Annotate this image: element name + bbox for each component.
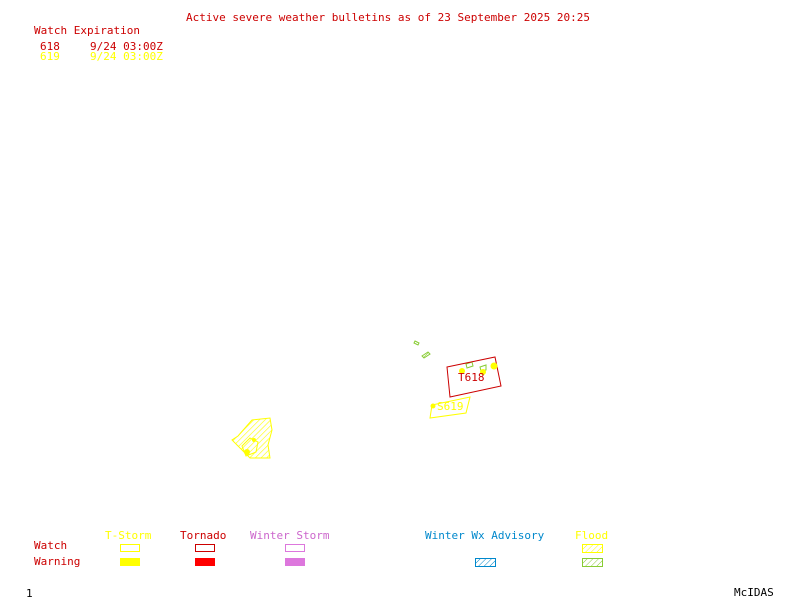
tstorm-warning-cluster [231,417,273,459]
legend-winter-storm-watch-swatch [285,544,305,552]
storm-cell-marker [480,369,486,375]
legend-winter-storm-warning-swatch [285,558,305,566]
storm-cell-marker [430,403,436,409]
watch-expiration-header: Watch Expiration [34,24,140,37]
legend-winter-wx-advisory-swatch [475,558,496,567]
legend-tstorm-warning-swatch [120,558,140,566]
legend-tornado-watch-swatch [195,544,215,552]
legend-winter-storm-label: Winter Storm [250,529,330,542]
legend-tornado-label: Tornado [180,529,227,542]
legend-tstorm-label: T-Storm [105,529,152,542]
storm-cell-marker [490,362,498,370]
watch-618-expiration: 9/24 03:00Z [90,40,163,53]
mcidas-brand: McIDAS [734,586,774,599]
legend-winter-wx-advisory-label: Winter Wx Advisory [425,529,545,542]
tornado-watch-618-box [446,356,502,398]
legend-watch-row-label: Watch [34,539,68,552]
tstorm-watch-619-polygon [429,396,471,419]
legend-flood-warning-swatch [582,558,603,567]
watch-619-id: 619 [40,50,60,63]
legend-warning-row-label: Warning [34,555,81,568]
frame-number: 1 [26,587,33,600]
tornado-watch-label: T618 [458,371,485,384]
bulletin-title: Active severe weather bulletins as of 23… [186,11,590,24]
legend-tstorm-watch-swatch [120,544,140,552]
watch-618-id: 618 [40,40,60,53]
watch-619-expiration: 9/24 03:00Z [90,50,163,63]
storm-watch-label: S619 [437,400,464,413]
storm-cell-marker [459,368,465,374]
legend-flood-label: Flood [575,529,609,542]
legend-flood-watch-swatch [582,544,603,553]
legend-tornado-warning-swatch [195,558,215,566]
flood-warning-polygons [413,340,487,372]
